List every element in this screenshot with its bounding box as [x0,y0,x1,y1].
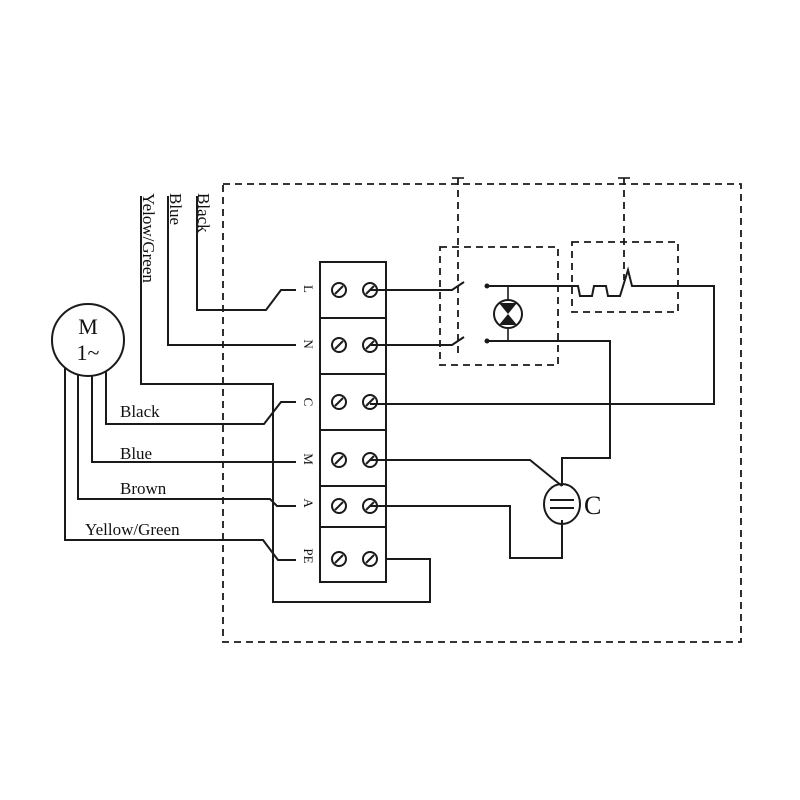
terminal-screw-C-2 [362,394,378,410]
terminal-screw-A-1 [331,498,347,514]
motor-label-phase: 1~ [77,340,100,365]
wire-N-to-relay [370,336,465,346]
terminal-labels: L N C M A PE [301,285,316,564]
terminal-screw-L-1 [331,282,347,298]
wire-blue-to-N [167,196,296,346]
terminal-screw-slot-C-1 [334,397,344,407]
label-wire-blue-vertical: Blue [166,193,185,225]
label-wire-yelowgreen-vertical: Yelow/Green [139,193,158,283]
motor-wire-blue-to-M [91,376,296,463]
capacitor-body [543,483,581,525]
relay [484,283,523,344]
capacitor: C [543,483,601,525]
label-motor-blue: Blue [120,444,152,463]
terminal-label-N: N [301,339,316,349]
relay-box [439,246,559,366]
terminal-screw-slot-C-2 [365,397,375,407]
wire-relay-bottom-to-cap [487,340,611,486]
motor-label-m: M [78,314,98,339]
indicator-lamp-symbol [499,303,517,325]
relay-contact-dot-top [484,283,490,289]
terminal-label-PE: PE [301,548,316,563]
supply-wires [140,196,431,603]
motor: M 1~ [51,303,125,377]
wire-yelowgreen-supply [140,196,431,603]
motor-wire-black-to-C [105,372,296,425]
label-motor-brown: Brown [120,479,167,498]
terminal-label-C: C [301,398,316,407]
thermal-switch-box [571,241,679,313]
capacitor-label: C [584,491,601,520]
motor-wire-brown-to-A [77,375,296,507]
terminal-label-L: L [301,285,316,293]
wire-L-to-relay [370,281,465,291]
terminal-screw-slot-A-1 [334,501,344,511]
terminal-screw-slot-M-1 [334,455,344,465]
wire-A-to-cap [370,505,563,559]
wire-M-to-cap [370,459,563,487]
terminal-label-A: A [301,498,316,508]
terminal-label-M: M [301,453,316,465]
motor-circle [51,303,125,377]
terminal-screw-PE-1 [331,551,347,567]
terminal-screw-M-1 [331,452,347,468]
label-motor-yellowgreen: Yellow/Green [85,520,180,539]
terminal-screw-slot-L-1 [334,285,344,295]
label-wire-black-vertical: Black [194,193,213,233]
terminal-screw-slot-PE-1 [334,554,344,564]
motor-wire-yellowgreen-to-PE [64,368,296,561]
label-motor-black: Black [120,402,160,421]
internal-wires [370,266,715,559]
terminal-screw-slot-PE-2 [365,554,375,564]
vertical-wire-labels: Black Blue Yelow/Green [139,193,213,283]
terminal-screw-slot-N-1 [334,340,344,350]
terminal-screw-N-1 [331,337,347,353]
terminal-block [319,261,387,583]
terminal-screw-C-1 [331,394,347,410]
terminal-screws [331,282,378,567]
motor-wires [64,368,296,561]
wire-black-to-L [196,196,296,311]
terminal-screw-PE-2 [362,551,378,567]
motor-wire-labels: Black Blue Brown Yellow/Green [85,402,180,539]
wire-relay-top-to-thermal [370,266,715,405]
enclosure-outline [222,183,742,643]
relay-contact-dot-bottom [484,338,490,344]
